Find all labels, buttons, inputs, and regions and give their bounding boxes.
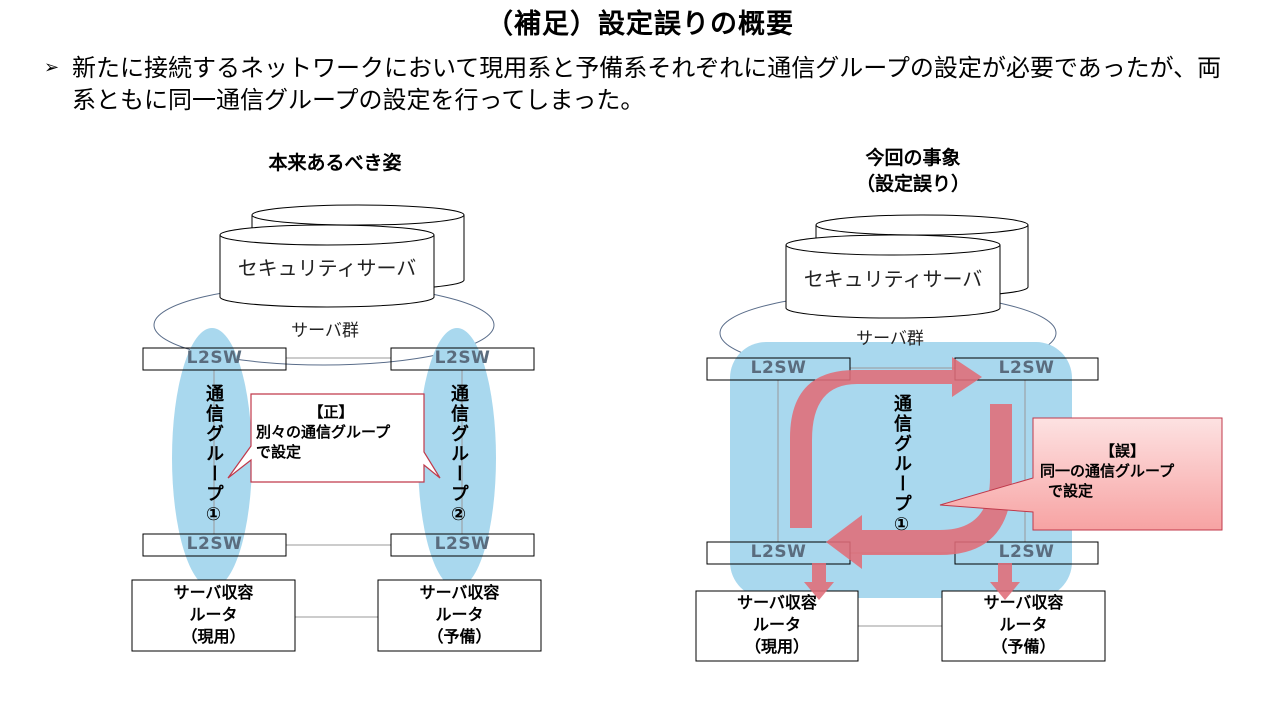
left-l2sw-bottom-right-label: L2SW [434,534,491,554]
router-name-line2: ルータ [999,615,1048,634]
router-name-line2: ルータ [752,615,801,634]
left-callout-line1: 別々の通信グループ [256,423,391,441]
right-l2sw-bottom-right-label: L2SW [998,542,1055,562]
security-server-front [219,224,435,308]
left-group1-label: 通信グループ① [203,384,224,527]
arrow-to-router-active [804,563,834,600]
callout-correct [227,393,441,483]
bullet-marker: ➢ [44,57,60,78]
router-standby-box [377,579,542,652]
router-name-line1: サーバ収容 [419,583,500,602]
security-server-front-right [785,234,1001,319]
right-server-label: セキュリティサーバ [803,267,983,291]
right-server-group-label: サーバ群 [856,329,924,349]
right-router-standby-label: サーバ収容 ルータ （予備） [942,592,1105,658]
l2sw-bottom-left [142,533,287,557]
router-name-line2: ルータ [435,605,484,624]
router-active-box-right [695,590,859,662]
l2sw-top-right [390,347,535,371]
arrow-to-router-standby [990,563,1020,600]
group1-ellipse [172,328,252,588]
router-role: （現用） [744,637,809,656]
left-router-active-label: サーバ収容 ルータ （現用） [132,582,295,648]
right-callout-text: 【誤】 同一の通信グループ で設定 [1040,441,1220,501]
router-name-line1: サーバ収容 [173,583,254,602]
left-l2sw-bottom-left-label: L2SW [186,534,243,554]
l2sw-bottom-right [390,533,535,557]
right-callout-line2: で設定 [1048,482,1094,500]
right-heading-line1: 今回の事象 [865,147,961,169]
router-active-box [131,579,296,652]
right-router-active-label: サーバ収容 ルータ （現用） [696,592,858,658]
router-role: （予備） [991,637,1056,656]
left-diagram [131,204,542,652]
left-callout-line2: で設定 [256,443,302,461]
left-server-group-label: サーバ群 [291,321,359,341]
callout-wrong [939,417,1223,531]
right-diagram [695,214,1223,662]
right-heading: 今回の事象 （設定誤り） [773,145,1053,197]
left-callout-text: 【正】 別々の通信グループ で設定 [256,402,426,462]
router-role: （予備） [427,627,492,646]
left-heading: 本来あるべき姿 [268,152,402,174]
left-server-label: セキュリティサーバ [237,256,417,280]
left-l2sw-top-right-label: L2SW [434,348,491,368]
page-title: （補足）設定誤りの概要 [486,9,794,40]
right-l2sw-top-left-label: L2SW [750,358,807,378]
arrow-down-under [826,404,1012,569]
l2sw-top-left-right [706,357,851,381]
group2-ellipse [418,328,496,588]
right-group1-label: 通信グループ① [891,394,912,537]
traffic-arrows [790,357,1020,600]
left-group2-label: 通信グループ② [448,384,469,527]
router-name-line1: サーバ収容 [737,593,817,612]
router-name-line2: ルータ [189,605,238,624]
right-l2sw-top-right-label: L2SW [998,358,1055,378]
router-role: （現用） [181,627,246,646]
left-router-standby-label: サーバ収容 ルータ （予備） [378,582,541,648]
l2sw-top-left [142,347,287,371]
router-standby-box-right [941,590,1106,662]
bullet-text: 新たに接続するネットワークにおいて現用系と予備系それぞれに通信グループの設定が必… [72,54,1222,114]
right-heading-line2: （設定誤り） [855,173,970,195]
right-callout-title: 【誤】 [1099,442,1145,460]
arrow-up-over [790,357,982,528]
right-callout-line1: 同一の通信グループ [1040,462,1175,480]
left-l2sw-top-left-label: L2SW [186,348,243,368]
right-l2sw-bottom-left-label: L2SW [750,542,807,562]
router-name-line1: サーバ収容 [983,593,1064,612]
left-callout-title: 【正】 [308,403,354,421]
